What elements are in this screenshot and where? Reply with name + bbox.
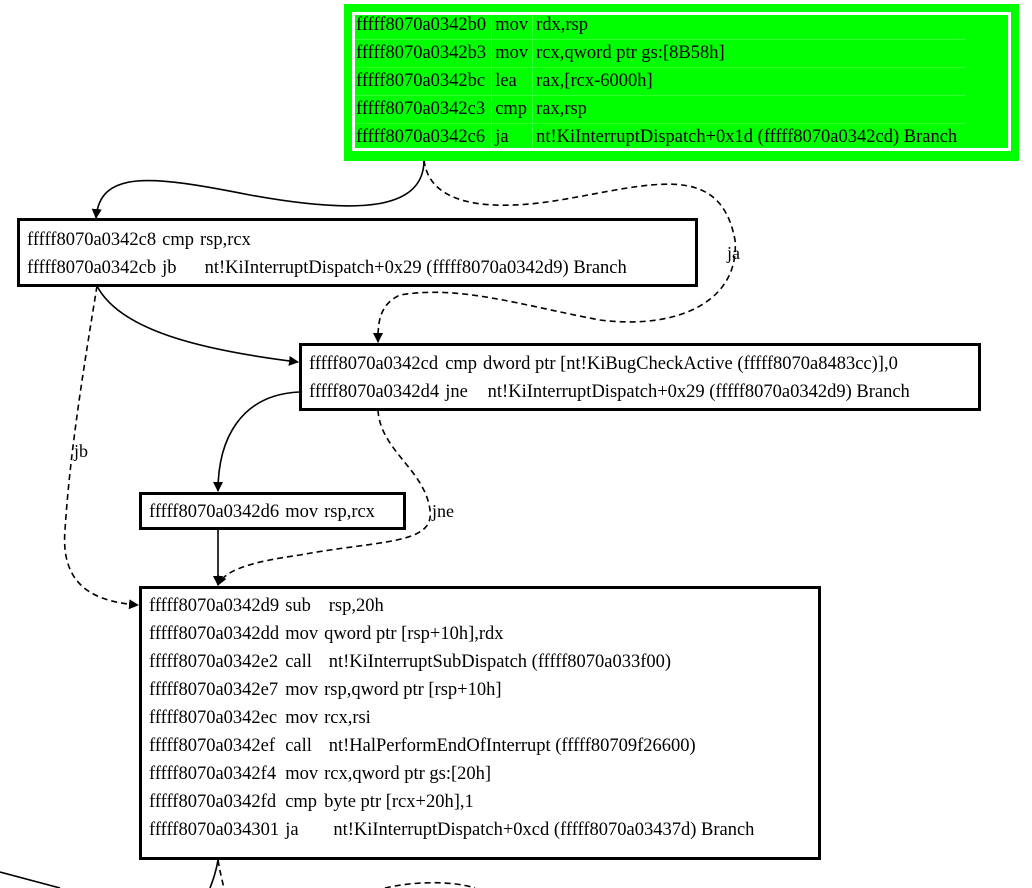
- instruction-address: fffff8070a0342c8: [27, 230, 157, 250]
- instruction-mnemonic: jb: [162, 258, 177, 278]
- instruction-operands: dword ptr [nt!KiBugCheckActive (fffff807…: [483, 354, 898, 374]
- instruction-row[interactable]: fffff8070a0342dd mov qword ptr [rsp+10h]…: [142, 620, 762, 648]
- instruction-mnemonic: mov: [491, 12, 534, 40]
- instruction-address: fffff8070a0342c3: [352, 95, 493, 124]
- instruction-address: fffff8070a0342d4: [309, 382, 440, 402]
- instruction-mnemonic: ja: [491, 123, 534, 151]
- instruction-row[interactable]: fffff8070a0342c8 cmp rsp,rcx: [20, 226, 635, 254]
- instruction-row[interactable]: fffff8070a0342fd cmp byte ptr [rcx+20h],…: [142, 788, 762, 816]
- instruction-mnemonic: cmp: [285, 792, 318, 812]
- instruction-table: fffff8070a0342b0 mov rdx,rsp fffff8070a0…: [352, 12, 966, 151]
- edge-label-jne: jne: [432, 501, 454, 521]
- edge-offscreen-dashed-right: [384, 881, 476, 888]
- instruction-row[interactable]: fffff8070a0342e2 call nt!KiInterruptSubD…: [142, 648, 762, 676]
- basic-block[interactable]: fffff8070a0342d9 sub rsp,20h fffff8070a0…: [139, 586, 821, 860]
- edge-c8-to-d9-jb: [63, 285, 139, 610]
- instruction-address: fffff8070a0342c6: [352, 123, 493, 151]
- instruction-operands: nt!KiInterruptDispatch+0x1d (fffff8070a0…: [536, 127, 958, 147]
- instruction-row[interactable]: fffff8070a0342d9 sub rsp,20h: [142, 592, 762, 620]
- edge-b0-to-cd-ja: [373, 159, 736, 343]
- basic-block[interactable]: fffff8070a0342cd cmp dword ptr [nt!KiBug…: [299, 343, 981, 411]
- instruction-row[interactable]: fffff8070a0342bc lea rax,[rcx-6000h]: [352, 67, 966, 96]
- edge-cd-to-d9-jne: [217, 409, 431, 586]
- instruction-address: fffff8070a0342b0: [352, 12, 493, 40]
- instruction-mnemonic: jne: [445, 382, 468, 402]
- edge-cd-to-d6: [213, 391, 300, 492]
- instruction-operands: rax,[rcx-6000h]: [532, 67, 966, 96]
- edge-c8-to-cd: [96, 285, 299, 366]
- instruction-mnemonic: mov: [285, 624, 319, 644]
- instruction-operands: rsp,qword ptr [rsp+10h]: [324, 680, 502, 700]
- edge-offscreen-left: [0, 871, 61, 888]
- instruction-row[interactable]: fffff8070a0342ec mov rcx,rsi: [142, 704, 762, 732]
- instruction-row[interactable]: fffff8070a0342c3 cmp rax,rsp: [352, 95, 966, 124]
- instruction-operands: rsp,rcx: [200, 230, 251, 250]
- basic-block-entry[interactable]: fffff8070a0342b0 mov rdx,rsp fffff8070a0…: [344, 4, 1019, 161]
- instruction-mnemonic: mov: [285, 708, 319, 728]
- instruction-mnemonic: mov: [285, 764, 319, 784]
- instruction-operands: rax,rsp: [532, 95, 966, 124]
- instruction-mnemonic: call: [285, 736, 312, 756]
- basic-block[interactable]: fffff8070a0342d6 mov rsp,rcx: [139, 492, 406, 530]
- instruction-address: fffff8070a0342bc: [352, 67, 493, 96]
- instruction-mnemonic: mov: [491, 39, 534, 68]
- instruction-mnemonic: mov: [285, 502, 319, 522]
- edge-label-jb: jb: [74, 441, 89, 461]
- instruction-address: fffff8070a0342f4: [149, 764, 277, 784]
- instruction-row[interactable]: fffff8070a0342c6 ja nt!KiInterruptDispat…: [352, 123, 965, 151]
- edge-b0-to-c8: [91, 159, 425, 219]
- instruction-operands: rcx,rsi: [324, 708, 371, 728]
- instruction-operands: qword ptr [rsp+10h],rdx: [324, 624, 504, 644]
- instruction-mnemonic: mov: [285, 680, 319, 700]
- edge-d9-out-dashed: [217, 859, 225, 888]
- instruction-address: fffff8070a0342e2: [149, 652, 279, 672]
- instruction-mnemonic: cmp: [491, 95, 534, 124]
- instruction-mnemonic: cmp: [162, 230, 194, 250]
- instruction-row[interactable]: fffff8070a0342f4 mov rcx,qword ptr gs:[2…: [142, 760, 762, 788]
- instruction-row[interactable]: fffff8070a0342d6 mov rsp,rcx: [142, 498, 383, 526]
- instruction-address: fffff8070a0342cd: [309, 354, 439, 374]
- instruction-mnemonic: lea: [491, 67, 534, 96]
- instruction-table: fffff8070a0342d9 sub rsp,20h fffff8070a0…: [142, 592, 762, 844]
- instruction-operands: nt!HalPerformEndOfInterrupt (fffff80709f…: [324, 736, 696, 756]
- instruction-address: fffff8070a0342ec: [149, 708, 278, 728]
- basic-block[interactable]: fffff8070a0342c8 cmp rsp,rcx fffff8070a0…: [17, 218, 698, 287]
- instruction-row[interactable]: fffff8070a0342ef call nt!HalPerformEndOf…: [142, 732, 762, 760]
- instruction-row[interactable]: fffff8070a0342cb jb nt!KiInterruptDispat…: [20, 254, 635, 282]
- instruction-table: fffff8070a0342c8 cmp rsp,rcx fffff8070a0…: [20, 226, 635, 282]
- instruction-row[interactable]: fffff8070a034301 ja nt!KiInterruptDispat…: [142, 816, 762, 844]
- instruction-row[interactable]: fffff8070a0342cd cmp dword ptr [nt!KiBug…: [302, 350, 918, 378]
- instruction-address: fffff8070a0342cb: [27, 258, 157, 278]
- instruction-operands: rcx,qword ptr gs:[8B58h]: [532, 39, 966, 68]
- instruction-address: fffff8070a0342dd: [149, 624, 280, 644]
- instruction-row[interactable]: fffff8070a0342e7 mov rsp,qword ptr [rsp+…: [142, 676, 762, 704]
- instruction-address: fffff8070a0342ef: [149, 736, 276, 756]
- instruction-row[interactable]: fffff8070a0342b3 mov rcx,qword ptr gs:[8…: [352, 39, 966, 68]
- instruction-address: fffff8070a0342b3: [352, 39, 493, 68]
- instruction-address: fffff8070a0342d6: [149, 502, 280, 522]
- instruction-mnemonic: sub: [285, 596, 311, 616]
- instruction-mnemonic: ja: [285, 820, 299, 840]
- instruction-row[interactable]: fffff8070a0342b0 mov rdx,rsp: [352, 12, 966, 40]
- instruction-operands: rcx,qword ptr gs:[20h]: [324, 764, 492, 784]
- instruction-address: fffff8070a0342d9: [149, 596, 280, 616]
- instruction-address: fffff8070a034301: [149, 820, 280, 840]
- edge-label-ja: ja: [727, 243, 740, 263]
- instruction-operands: nt!KiInterruptDispatch+0x29 (fffff8070a0…: [200, 258, 627, 278]
- instruction-row[interactable]: fffff8070a0342d4 jne nt!KiInterruptDispa…: [302, 378, 918, 406]
- instruction-mnemonic: cmp: [445, 354, 478, 374]
- instruction-address: fffff8070a0342e7: [149, 680, 279, 700]
- instruction-operands: byte ptr [rcx+20h],1: [324, 792, 474, 812]
- instruction-table: fffff8070a0342cd cmp dword ptr [nt!KiBug…: [302, 350, 918, 406]
- instruction-address: fffff8070a0342fd: [149, 792, 277, 812]
- instruction-table: fffff8070a0342d6 mov rsp,rcx: [142, 498, 383, 526]
- edge-d9-out-solid: [209, 859, 219, 888]
- instruction-operands: nt!KiInterruptDispatch+0xcd (fffff8070a0…: [324, 820, 755, 840]
- instruction-mnemonic: call: [285, 652, 312, 672]
- instruction-operands: rsp,20h: [324, 596, 384, 616]
- instruction-operands: nt!KiInterruptDispatch+0x29 (fffff8070a0…: [483, 382, 910, 402]
- instruction-operands: rsp,rcx: [324, 502, 375, 522]
- instruction-operands: rdx,rsp: [532, 12, 966, 40]
- instruction-operands: nt!KiInterruptSubDispatch (fffff8070a033…: [324, 652, 672, 672]
